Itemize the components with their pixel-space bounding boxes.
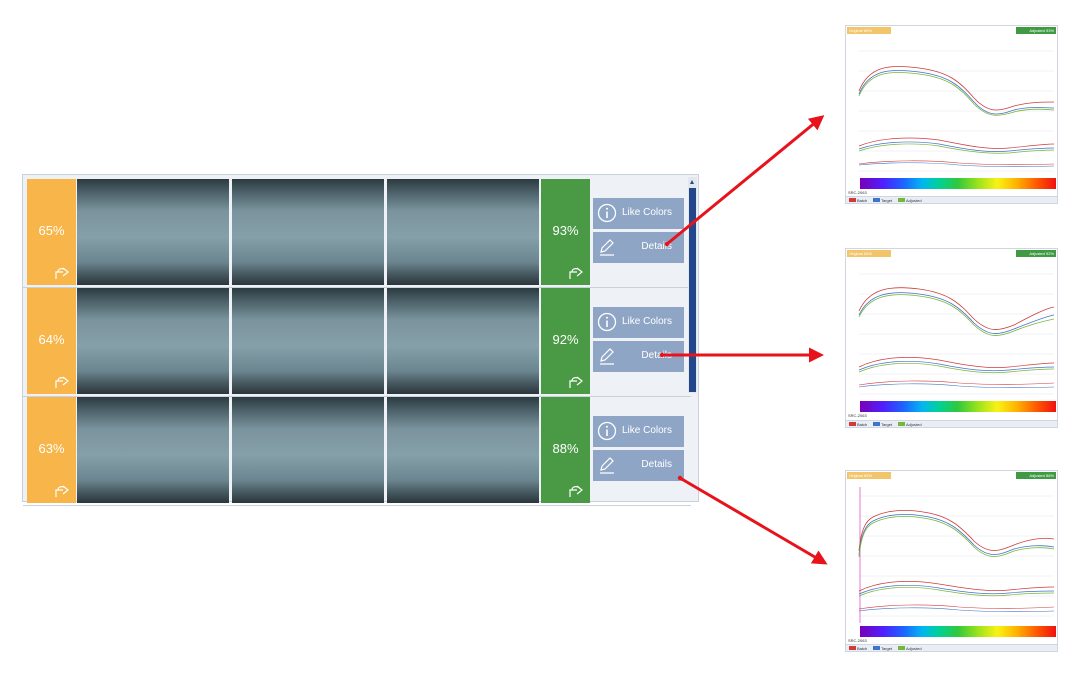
chart-legend: Batch Target Adjusted: [846, 644, 1057, 651]
legend-label: Adjusted: [906, 646, 922, 651]
visible-spectrum-bar: [860, 178, 1056, 189]
legend-label: Batch: [857, 422, 868, 427]
details-button[interactable]: Details: [593, 232, 684, 263]
legend-label: Adjusted: [906, 422, 922, 427]
color-swatch: [232, 179, 384, 285]
adjusted-score-tile: 93%: [541, 179, 590, 285]
color-swatch: [232, 397, 384, 503]
like-colors-button[interactable]: Like Colors: [593, 307, 684, 338]
lot-label: SRC-2063: [848, 190, 867, 195]
match-row: 65% 93% Like Colors Details: [23, 179, 691, 288]
lot-label: SRC-2063: [848, 638, 867, 643]
chevron-up-icon[interactable]: [688, 177, 697, 187]
vertical-scrollbar[interactable]: [688, 177, 697, 393]
visible-spectrum-bar: [860, 401, 1056, 412]
color-swatch: [77, 288, 229, 394]
original-score-value: 64%: [38, 332, 65, 347]
like-colors-button[interactable]: Like Colors: [593, 416, 684, 447]
legend-label: Target: [881, 422, 893, 427]
pencil-icon: [600, 348, 614, 365]
original-score-tile: 65%: [27, 179, 76, 285]
visible-spectrum-bar: [860, 626, 1056, 637]
details-label: Details: [641, 459, 672, 470]
legend-label: Batch: [857, 646, 868, 651]
share-icon[interactable]: [55, 266, 71, 280]
share-icon[interactable]: [55, 484, 71, 498]
adjusted-score-value: 93%: [552, 223, 579, 238]
legend-label: Target: [881, 646, 893, 651]
color-swatch: [387, 179, 539, 285]
legend-label: Target: [881, 198, 893, 203]
adjusted-score-header: Adjusted 92%: [1016, 250, 1056, 257]
original-score-tile: 64%: [27, 288, 76, 394]
info-icon: [597, 421, 617, 441]
original-score-header: Original 63%: [847, 472, 891, 479]
legend-label: Adjusted: [906, 198, 922, 203]
adjusted-score-tile: 88%: [541, 397, 590, 503]
spectral-plot: [858, 487, 1054, 623]
info-icon: [597, 203, 617, 223]
like-colors-button[interactable]: Like Colors: [593, 198, 684, 229]
legend-label: Batch: [857, 198, 868, 203]
spectral-plot: [858, 50, 1054, 172]
like-colors-label: Like Colors: [621, 316, 672, 327]
adjusted-score-value: 92%: [552, 332, 579, 347]
color-swatch: [77, 397, 229, 503]
adjusted-score-tile: 92%: [541, 288, 590, 394]
like-colors-label: Like Colors: [621, 207, 672, 218]
share-icon[interactable]: [569, 375, 585, 389]
pencil-icon: [600, 457, 614, 474]
pencil-icon: [600, 239, 614, 256]
share-icon[interactable]: [55, 375, 71, 389]
share-icon[interactable]: [569, 484, 585, 498]
info-icon: [597, 312, 617, 332]
color-swatch: [77, 179, 229, 285]
details-label: Details: [641, 350, 672, 361]
like-colors-label: Like Colors: [621, 425, 672, 436]
color-match-list: 65% 93% Like Colors Details 64% 92%: [22, 174, 699, 506]
spectral-curve-chart: Original 63% Adjusted 88% SRC-2063 Batch…: [845, 470, 1058, 652]
color-swatch: [387, 397, 539, 503]
original-score-header: Original 65%: [847, 27, 891, 34]
adjusted-score-header: Adjusted 88%: [1016, 472, 1056, 479]
arrow: [677, 475, 828, 565]
spectral-plot: [858, 273, 1054, 395]
adjusted-score-value: 88%: [552, 441, 579, 456]
details-button[interactable]: Details: [593, 341, 684, 372]
chart-legend: Batch Target Adjusted: [846, 420, 1057, 427]
adjusted-score-header: Adjusted 93%: [1016, 27, 1056, 34]
original-score-value: 65%: [38, 223, 65, 238]
color-swatch: [232, 288, 384, 394]
chart-legend: Batch Target Adjusted: [846, 196, 1057, 203]
spectral-curve-chart: Original 65% Adjusted 93% SRC-2063 Batch…: [845, 25, 1058, 204]
match-row: 64% 92% Like Colors Details: [23, 288, 691, 397]
color-swatch: [387, 288, 539, 394]
share-icon[interactable]: [569, 266, 585, 280]
lot-label: SRC-2063: [848, 413, 867, 418]
original-score-tile: 63%: [27, 397, 76, 503]
spectral-curve-chart: Original 64% Adjusted 92% SRC-2063 Batch…: [845, 248, 1058, 428]
details-label: Details: [641, 241, 672, 252]
original-score-value: 63%: [38, 441, 65, 456]
scrollbar-thumb[interactable]: [689, 188, 696, 392]
match-row: 63% 88% Like Colors Details: [23, 397, 691, 506]
details-button[interactable]: Details: [593, 450, 684, 481]
original-score-header: Original 64%: [847, 250, 891, 257]
